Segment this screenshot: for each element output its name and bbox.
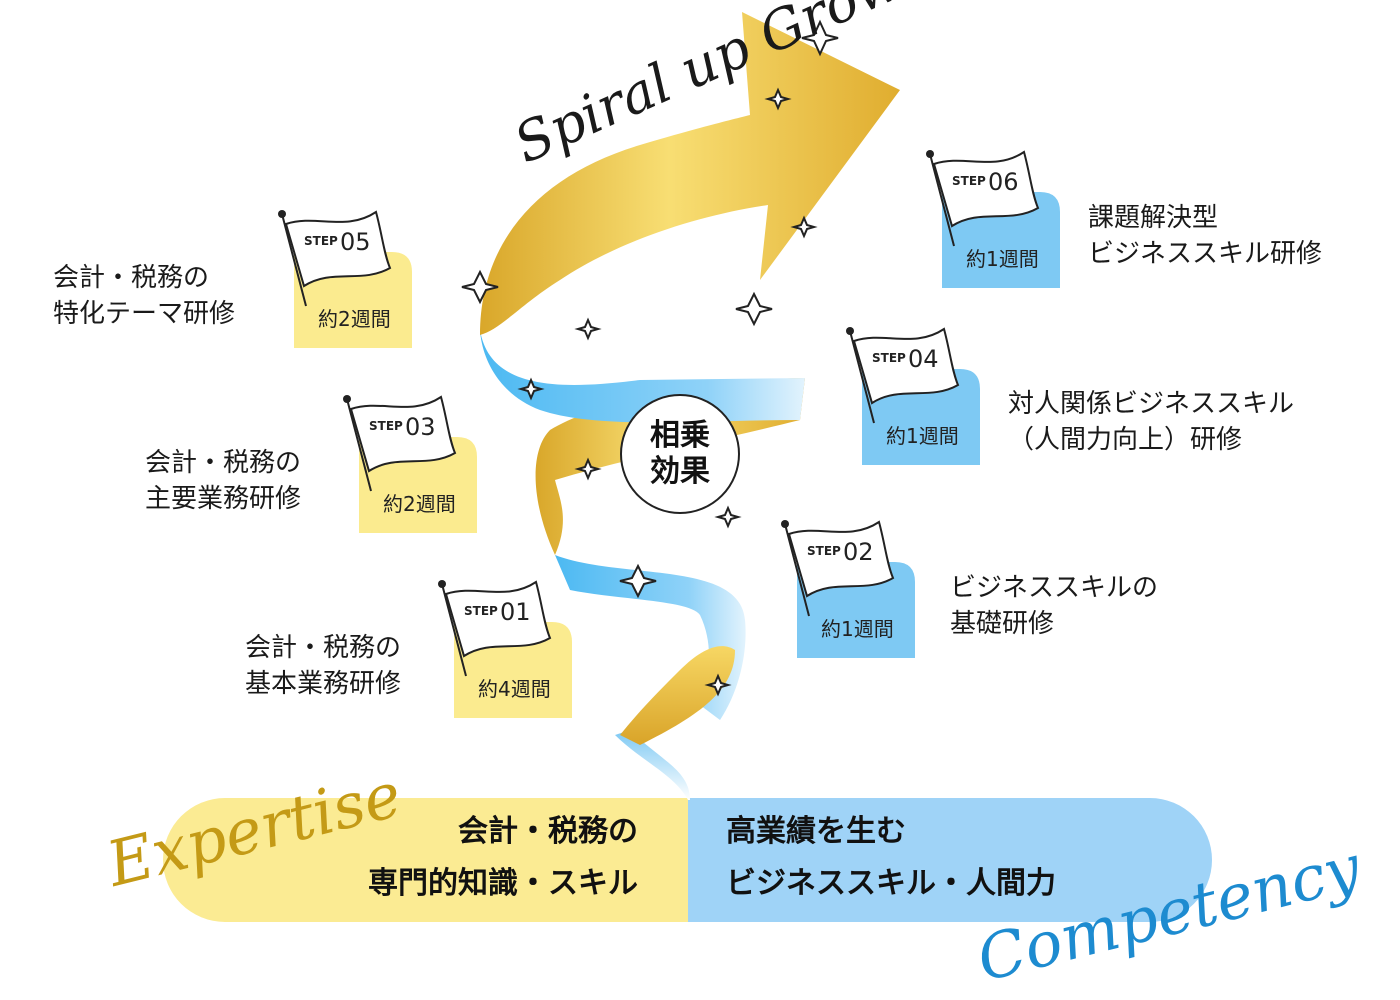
sparkle-icon [574, 317, 602, 341]
flag-icon [349, 395, 457, 473]
step-duration: 約2週間 [383, 492, 456, 516]
step-description: 対人関係ビジネススキル （人間力向上）研修 [1008, 386, 1294, 458]
step-description: 会計・税務の主要業務研修 [145, 445, 301, 517]
flag-icon [284, 210, 392, 288]
step-number: 01 [500, 598, 531, 626]
ribbon-gold-3 [620, 646, 735, 745]
step-01-marker [438, 580, 572, 718]
step-number: 05 [340, 228, 371, 256]
competency-text: 高業績を生む ビジネススキル・人間力 [726, 806, 1056, 910]
step-description-line1: ビジネススキルの [950, 573, 1159, 603]
flag-knob [278, 210, 286, 218]
sparkle-icon [714, 505, 742, 529]
step-description-line2: 主要業務研修 [145, 484, 302, 514]
sparkle-icon [704, 673, 732, 697]
flag-pole [929, 153, 955, 247]
sparkle-icon [801, 19, 839, 57]
step-duration: 約1週間 [966, 247, 1039, 271]
step-description-line1: 会計・税務の [145, 448, 302, 478]
bottom-bar [163, 798, 1212, 922]
synergy-line1: 相乗 [650, 418, 710, 453]
expertise-line2: 専門的知識・スキル [368, 866, 638, 901]
sparkle-icon [517, 377, 545, 401]
step-05-marker [278, 210, 412, 348]
bottom-bar-expertise [163, 798, 688, 922]
step-label: STEP [304, 234, 338, 248]
step-03-marker [343, 395, 477, 533]
step-description-line1: 会計・税務の [53, 263, 210, 293]
step-duration: 約4週間 [478, 677, 551, 701]
flag-pole [441, 583, 467, 677]
step-06-marker [926, 150, 1060, 288]
step-description-line2: ビジネススキル研修 [1088, 239, 1323, 269]
step-description-line2: （人間力向上）研修 [1008, 425, 1243, 455]
ribbon-blue-1 [480, 330, 805, 423]
expertise-line1: 会計・税務の [458, 814, 638, 849]
sparkles [461, 19, 839, 697]
flag-icon [932, 150, 1040, 228]
step-duration: 約2週間 [318, 307, 391, 331]
step-description: ビジネススキルの基礎研修 [950, 570, 1158, 642]
flag-knob [438, 580, 446, 588]
step-description-line2: 基本業務研修 [245, 669, 402, 699]
ribbon-gold-2 [535, 378, 805, 555]
step-description-line1: 課題解決型 [1088, 203, 1219, 233]
step-description: 会計・税務の基本業務研修 [245, 630, 401, 702]
competency-line2: ビジネススキル・人間力 [726, 866, 1056, 901]
expertise-text: 会計・税務の 専門的知識・スキル [336, 806, 638, 910]
flag-icon [852, 327, 960, 405]
steps-layer [278, 150, 1060, 718]
flag-pole [346, 398, 372, 492]
flag-icon [444, 580, 552, 658]
step-number: 02 [843, 538, 874, 566]
flag-pole [281, 213, 307, 307]
sparkle-icon [619, 563, 657, 599]
step-04-marker [846, 327, 980, 465]
step-02-marker [781, 520, 915, 658]
sparkle-icon [790, 215, 818, 239]
step-description-line1: 会計・税務の [245, 633, 402, 663]
step-description-line1: 対人関係ビジネススキル [1008, 389, 1295, 419]
step-description-line2: 基礎研修 [950, 609, 1055, 639]
step-label: STEP [872, 351, 906, 365]
sparkle-icon [735, 291, 773, 327]
sparkle-icon [574, 457, 602, 481]
competency-line1: 高業績を生む [726, 814, 906, 849]
step-label: STEP [952, 174, 986, 188]
step-description: 課題解決型ビジネススキル研修 [1088, 200, 1322, 272]
step-number: 03 [405, 413, 436, 441]
ribbon-arrow [480, 12, 900, 335]
flag-icon [787, 520, 895, 598]
synergy-line2: 効果 [650, 454, 710, 489]
ribbon-tail [615, 730, 690, 800]
flag-pole [784, 523, 810, 617]
flag-pole [849, 330, 875, 424]
step-description-line2: 特化テーマ研修 [53, 299, 236, 329]
step-duration: 約1週間 [886, 424, 959, 448]
step-number: 06 [988, 168, 1019, 196]
flag-knob [343, 395, 351, 403]
flag-knob [926, 150, 934, 158]
sparkle-icon [764, 87, 792, 111]
flag-knob [846, 327, 854, 335]
ribbon-blue-3 [555, 555, 746, 720]
flag-knob [781, 520, 789, 528]
spiral-ribbon [480, 12, 900, 800]
step-label: STEP [464, 604, 498, 618]
step-number: 04 [908, 345, 939, 373]
synergy-badge: 相乗 効果 [620, 394, 740, 514]
step-description: 会計・税務の特化テーマ研修 [53, 260, 235, 332]
step-duration: 約1週間 [821, 617, 894, 641]
sparkle-icon [461, 269, 499, 305]
step-label: STEP [807, 544, 841, 558]
step-label: STEP [369, 419, 403, 433]
bottom-bar-competency [688, 798, 1212, 922]
